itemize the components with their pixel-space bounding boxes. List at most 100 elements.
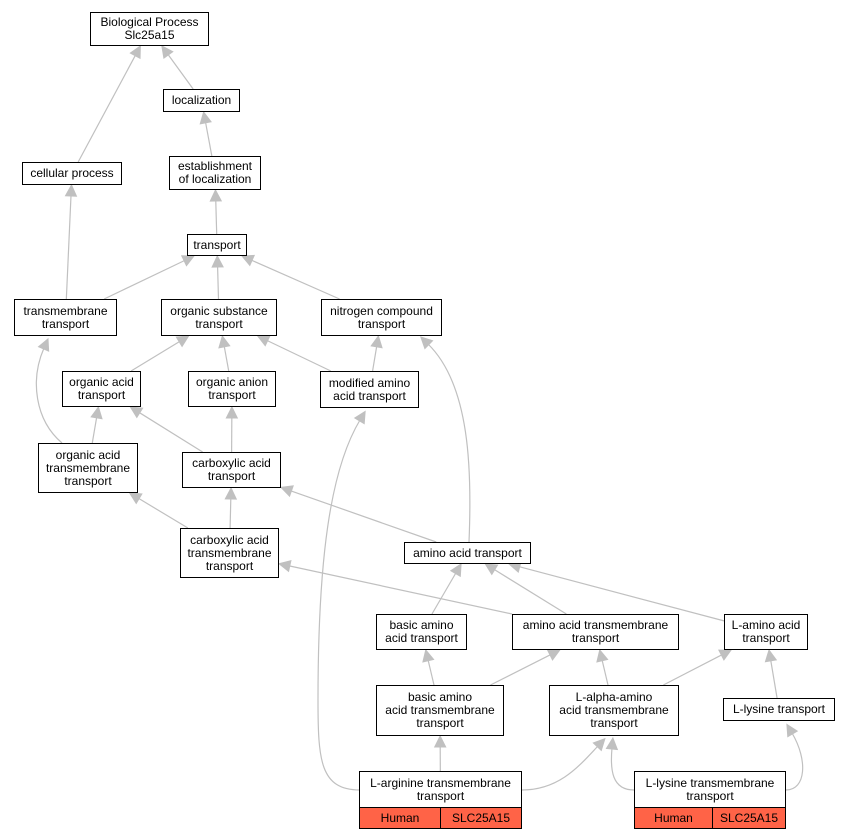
go-term-label-line: L-arginine transmembrane xyxy=(370,776,511,790)
edge-l_lysine_tm_transport-to-l_lysine_transport xyxy=(785,723,804,791)
edge-arrowhead xyxy=(277,559,292,573)
go-term-label-line: transport xyxy=(416,716,464,730)
go-term-label-line: transport xyxy=(590,716,638,730)
edge-line xyxy=(785,732,804,791)
go-term-label-line: organic anion xyxy=(195,375,269,389)
edge-line xyxy=(223,346,230,372)
edge-line xyxy=(494,569,567,615)
edge-basic_amino_acid_transport-to-amino_acid_transport xyxy=(431,563,462,615)
edge-line xyxy=(91,417,98,444)
edge-transport-to-establishment xyxy=(209,188,223,235)
edge-line xyxy=(35,347,63,444)
go-term-label-line: acid transmembrane xyxy=(385,703,495,717)
go-term-label-line: basic amino xyxy=(389,618,454,632)
go-term-cellular-process[interactable]: cellular process xyxy=(22,162,122,185)
edge-line xyxy=(103,260,185,300)
go-term-label-line: Slc25a15 xyxy=(124,28,175,42)
edge-line xyxy=(770,660,778,699)
edge-l_amino_acid_transport-to-amino_acid_transport xyxy=(507,560,725,622)
go-term-label-line: modified amino xyxy=(328,375,411,390)
edge-arrowhead xyxy=(209,188,223,202)
go-term-label-line: carboxylic acid xyxy=(190,532,269,547)
go-term-label-line: amino acid transport xyxy=(413,545,522,560)
edge-arrowhead xyxy=(128,492,143,505)
edge-line xyxy=(215,200,218,235)
edge-organic_acid_transport-to-organic_substance_transport xyxy=(130,335,190,372)
go-term-label-line: organic acid xyxy=(69,375,134,389)
go-term-label-line: transport xyxy=(205,558,254,573)
edge-line xyxy=(229,498,232,529)
edge-nitrogen_compound_transport-to-transport xyxy=(240,254,340,300)
edge-amino_acid_tm_transport-to-carboxylic_acid_tm_transport xyxy=(277,559,513,615)
edge-line xyxy=(663,654,722,686)
edge-modified_amino_acid_transport-to-organic_substance_transport xyxy=(256,335,332,372)
edge-arrowhead xyxy=(129,45,141,60)
go-term-label-line: acid transmembrane xyxy=(559,703,669,717)
go-term-label-line: Biological Process xyxy=(100,15,199,29)
edge-line xyxy=(138,498,189,529)
go-term-label-line: establishment xyxy=(177,159,253,173)
edge-line xyxy=(427,660,435,686)
edge-line xyxy=(371,346,378,372)
go-term-label-line: of localization xyxy=(178,172,252,186)
go-term-label-line: L-amino acid xyxy=(731,618,801,632)
go-term-label-line: acid transport xyxy=(333,388,406,403)
go-term-label-line: L-alpha-amino xyxy=(575,690,653,704)
edge-line xyxy=(519,566,725,622)
edge-arrowhead xyxy=(786,723,799,738)
go-term-label-line: basic amino xyxy=(407,690,473,704)
go-term-localization[interactable]: localization xyxy=(163,89,240,112)
edge-line xyxy=(431,573,457,615)
go-term-label-line: L-lysine transmembrane xyxy=(645,776,775,790)
edge-line xyxy=(291,490,437,543)
edge-line xyxy=(251,259,340,300)
edge-l_lysine_tm_transport-to-l_alpha_amino_acid_tm_transport xyxy=(605,736,635,791)
edge-arrowhead xyxy=(420,336,434,350)
gene-cell: SLC25A15 xyxy=(712,808,785,828)
go-term-label-line: acid transport xyxy=(385,631,458,645)
go-term-transport[interactable]: transport xyxy=(187,234,247,256)
go-term-label-line: transport xyxy=(208,388,256,402)
edge-arrowhead xyxy=(90,405,103,420)
edge-l_arginine_tm_transport-to-l_alpha_amino_acid_tm_transport xyxy=(521,737,606,791)
edge-arrowhead xyxy=(449,563,462,578)
go-term-amino-acid-transport[interactable]: amino acid transport xyxy=(404,542,531,564)
go-term-l-lysine-transport[interactable]: L-lysine transport xyxy=(723,698,835,721)
go-term-label-line: transport xyxy=(416,789,465,803)
go-term-label-line: transport xyxy=(195,316,243,331)
edge-localization-to-bp xyxy=(161,45,194,90)
go-term-label-line: localization xyxy=(171,93,232,107)
edge-line xyxy=(610,747,635,791)
edge-transmembrane_transport-to-cellular_process xyxy=(64,183,78,300)
edge-modified_amino_acid_transport-to-nitrogen_compound_transport xyxy=(370,334,383,372)
go-term-label-line: cellular process xyxy=(30,166,114,180)
edge-carboxylic_acid_tm_transport-to-organic_acid_tm_transport xyxy=(128,492,189,529)
edge-amino_acid_transport-to-carboxylic_acid_transport xyxy=(279,485,437,543)
edge-arrowhead xyxy=(256,335,271,347)
edge-arrowhead xyxy=(129,406,144,419)
